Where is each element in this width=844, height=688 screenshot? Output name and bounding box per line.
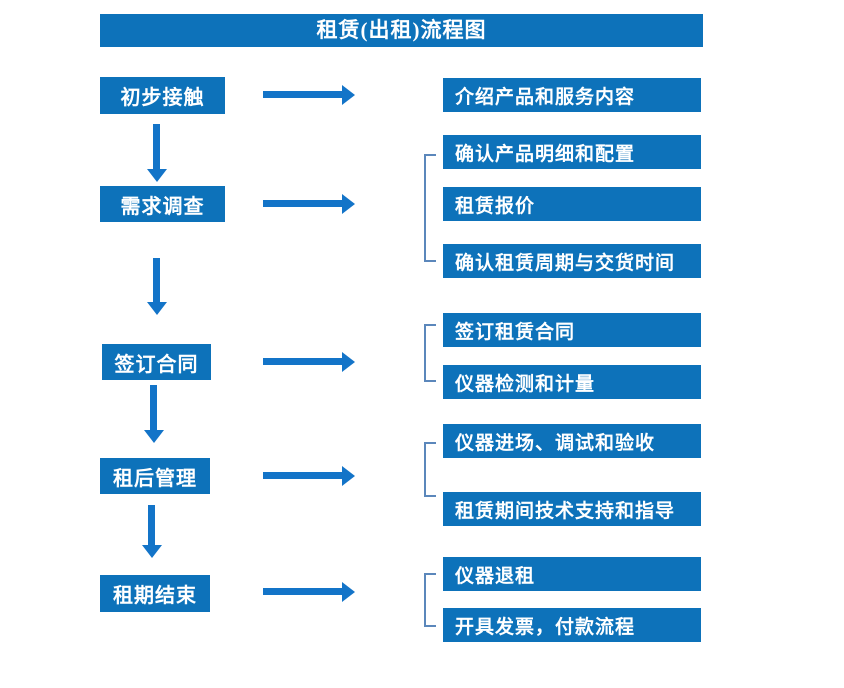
arrow-head: [342, 194, 355, 214]
arrow-shaft: [153, 258, 160, 303]
step-node-demand-survey: 需求调查: [100, 186, 225, 222]
arrow-head: [147, 302, 167, 315]
detail-node-rental-quote: 租赁报价: [443, 187, 701, 221]
detail-node-confirm-rental-period: 确认租赁周期与交货时间: [443, 244, 701, 278]
arrow-head: [147, 169, 167, 182]
arrow-shaft: [263, 472, 343, 479]
flow-arrow-right-3-icon: [263, 352, 355, 372]
arrow-head: [342, 352, 355, 372]
flow-arrow-down-4-icon: [142, 505, 162, 558]
arrow-head: [144, 430, 164, 443]
step-node-post-rental-management: 租后管理: [100, 458, 210, 494]
arrow-head: [342, 466, 355, 486]
flow-arrow-down-1-icon: [147, 124, 167, 182]
step-node-initial-contact: 初步接触: [100, 77, 225, 114]
arrow-shaft: [263, 588, 343, 595]
flow-arrow-down-2-icon: [147, 258, 167, 315]
arrow-head: [342, 85, 355, 105]
arrow-shaft: [263, 91, 343, 98]
detail-node-sign-rental-contract: 签订租赁合同: [443, 313, 701, 347]
detail-node-instrument-return: 仪器退租: [443, 557, 701, 591]
group-bracket-rental-end: [424, 573, 436, 627]
arrow-shaft: [150, 385, 157, 431]
detail-node-instrument-entry-acceptance: 仪器进场、调试和验收: [443, 424, 701, 458]
flow-arrow-right-2-icon: [263, 194, 355, 214]
flow-arrow-right-1-icon: [263, 85, 355, 105]
flow-arrow-right-4-icon: [263, 466, 355, 486]
arrow-shaft: [263, 200, 343, 207]
detail-node-introduce-products: 介绍产品和服务内容: [443, 78, 701, 112]
detail-node-invoice-payment: 开具发票，付款流程: [443, 608, 701, 642]
arrow-head: [142, 545, 162, 558]
arrow-shaft: [148, 505, 155, 546]
flow-arrow-down-3-icon: [144, 385, 164, 443]
flow-arrow-right-5-icon: [263, 582, 355, 602]
detail-node-rental-tech-support: 租赁期间技术支持和指导: [443, 492, 701, 526]
arrow-shaft: [263, 358, 343, 365]
group-bracket-sign-contract: [424, 324, 436, 382]
group-bracket-demand-survey: [424, 154, 436, 262]
step-node-rental-end: 租期结束: [100, 575, 210, 612]
detail-node-instrument-testing: 仪器检测和计量: [443, 365, 701, 399]
step-node-sign-contract: 签订合同: [102, 344, 211, 380]
group-bracket-post-rental-management: [424, 442, 436, 497]
detail-node-confirm-product-details: 确认产品明细和配置: [443, 135, 701, 169]
flowchart-title: 租赁(出租)流程图: [100, 14, 703, 47]
arrow-shaft: [153, 124, 160, 170]
arrow-head: [342, 582, 355, 602]
